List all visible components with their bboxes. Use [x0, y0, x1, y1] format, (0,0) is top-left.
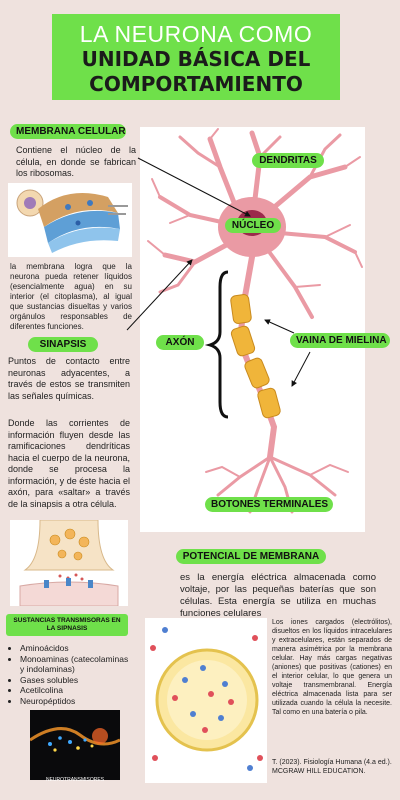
arrow-vaina-1 [264, 319, 295, 334]
title-line-3: COMPORTAMIENTO [89, 72, 303, 96]
sustancia-item: Monoaminas (catecolaminas y indolaminas) [20, 654, 134, 675]
neurotransmitter-image: NEUROTRANSMISORES [29, 710, 121, 783]
dendritas-label: DENDRITAS [252, 153, 324, 168]
neuron-diagram-panel [140, 127, 365, 532]
citation-text: T. (2023). Fisiología Humana (4.a ed.). … [272, 759, 392, 775]
membrana-label: MEMBRANA CELULAR [10, 124, 126, 139]
sustancias-list: Aminoácidos Monoaminas (catecolaminas y … [8, 643, 134, 706]
sustancia-item: Gases solubles [20, 675, 134, 686]
nucleo-label: NÚCLEO [225, 218, 281, 233]
title-line-1: LA NEURONA COMO [79, 21, 313, 47]
title-banner: LA NEURONA COMO UNIDAD BÁSICA DEL COMPOR… [52, 14, 340, 100]
potencial-detail-text: Los iones cargados (electrólitos), disue… [272, 619, 392, 716]
arrow-sinapsis [126, 259, 193, 331]
sustancia-item: Acetilcolina [20, 685, 134, 696]
membrane-potential-illustration [145, 618, 267, 783]
potencial-text: es la energía eléctrica almacenada como … [180, 572, 376, 619]
image-caption: NEUROTRANSMISORES [45, 777, 105, 783]
vaina-mielina-label: VAINA DE MIELINA [290, 333, 390, 348]
arrow-vaina-2 [291, 351, 311, 387]
title-line-2: UNIDAD BÁSICA DEL [81, 47, 311, 71]
sustancia-item: Neuropéptidos [20, 696, 134, 707]
axon-label: AXÓN [156, 335, 204, 350]
sinapsis-text-1: Puntos de contacto entre neuronas adyace… [8, 356, 130, 401]
sustancias-label: SUSTANCIAS TRANSMISORAS EN LA SIPNASIS [6, 614, 128, 636]
membrana-text: Contiene el núcleo de la célula, en dond… [16, 145, 136, 178]
membrana-detail-text: la membrana logra que la neurona pueda r… [10, 262, 132, 331]
sinapsis-text-2: Donde las corrientes de información fluy… [8, 418, 130, 509]
sinapsis-label: SINAPSIS [28, 337, 98, 352]
membrane-illustration [8, 183, 132, 257]
synapse-illustration [10, 519, 128, 607]
botones-terminales-label: BOTONES TERMINALES [205, 497, 333, 512]
arrow-membrana [137, 157, 251, 217]
potencial-label: POTENCIAL DE MEMBRANA [176, 549, 326, 564]
sustancia-item: Aminoácidos [20, 643, 134, 654]
